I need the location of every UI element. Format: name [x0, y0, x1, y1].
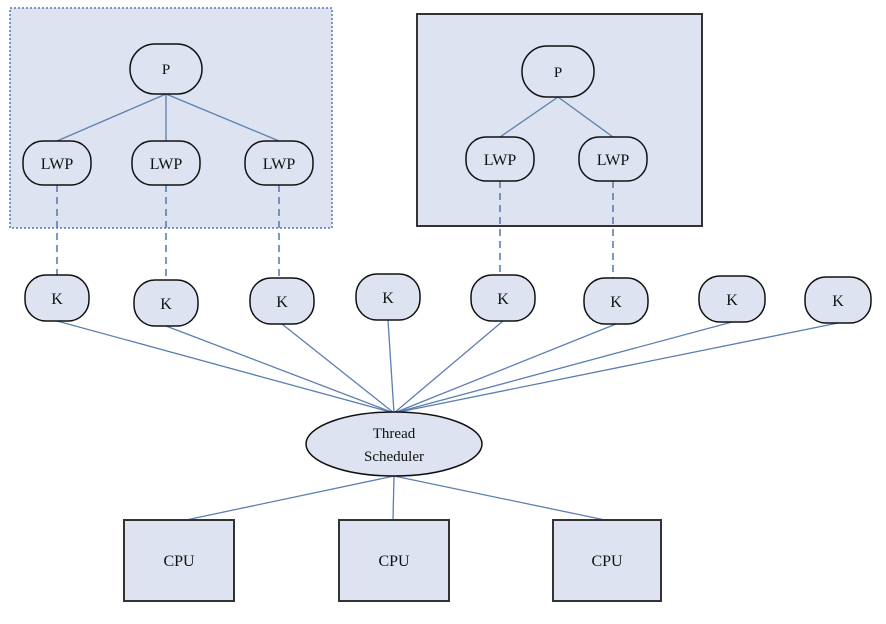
lwp-node [131, 140, 201, 186]
kernel-thread-node [249, 277, 315, 325]
k5-scheduler-line [393, 320, 504, 414]
k3-scheduler-line [281, 323, 395, 414]
k6-scheduler-line [393, 323, 617, 414]
kernel-thread-label: K [276, 294, 288, 311]
cpu-box [338, 519, 450, 602]
k8-scheduler-line [393, 322, 839, 414]
kernel-thread-label: K [160, 296, 172, 313]
kernel-thread-label: K [51, 291, 63, 308]
k7-scheduler-line [393, 321, 733, 414]
kernel-thread-node [133, 279, 199, 327]
scheduler-cpu2-line [392, 475, 395, 521]
lwp-label: LWP [150, 156, 183, 173]
kernel-thread-node [583, 277, 649, 325]
lwp-label: LWP [597, 152, 630, 169]
kernel-thread-label: K [832, 293, 844, 310]
thread-scheduler-label-line2: Scheduler [364, 449, 424, 465]
p2-lwp2-line [557, 96, 614, 138]
cpu-label: CPU [163, 553, 195, 570]
kernel-thread-label: K [726, 292, 738, 309]
lwp-label: LWP [263, 156, 296, 173]
process-node [129, 43, 203, 95]
process-1-box [9, 7, 333, 229]
kernel-thread-node [804, 276, 872, 324]
cpu-box [552, 519, 662, 602]
cpu-label: CPU [378, 553, 410, 570]
thread-scheduler-node [305, 411, 483, 477]
p1-lwp3-line [165, 93, 280, 142]
p1-lwp1-line [56, 93, 167, 142]
scheduler-cpu1-line [185, 475, 395, 521]
scheduler-cpu-connectors [185, 475, 606, 521]
lwp-node [465, 136, 535, 182]
lwp-node [22, 140, 92, 186]
scheduler-cpu3-line [393, 475, 606, 521]
cpu-label: CPU [591, 553, 623, 570]
k4-scheduler-line [387, 319, 395, 414]
process-node [521, 45, 595, 98]
process-label: P [554, 65, 562, 81]
process-label: P [162, 62, 170, 78]
thread-scheduler-label-line1: Thread [373, 426, 416, 442]
kernel-thread-node [470, 274, 536, 322]
k2-scheduler-line [165, 325, 395, 414]
lwp-kernel-connectors [56, 181, 614, 280]
p2-lwp1-line [499, 96, 559, 138]
lwp-node [578, 136, 648, 182]
kernel-thread-node [698, 275, 766, 323]
cpu-box [123, 519, 235, 602]
lwp-label: LWP [484, 152, 517, 169]
kernel-thread-label: K [382, 290, 394, 307]
process-lwp-connectors [56, 93, 614, 142]
lwp-node [244, 140, 314, 186]
k1-scheduler-line [56, 320, 395, 414]
kernel-scheduler-connectors [56, 319, 839, 414]
lwp-label: LWP [41, 156, 74, 173]
kernel-thread-label: K [497, 291, 509, 308]
kernel-thread-node [24, 274, 90, 322]
kernel-thread-node [355, 273, 421, 321]
kernel-thread-label: K [610, 294, 622, 311]
